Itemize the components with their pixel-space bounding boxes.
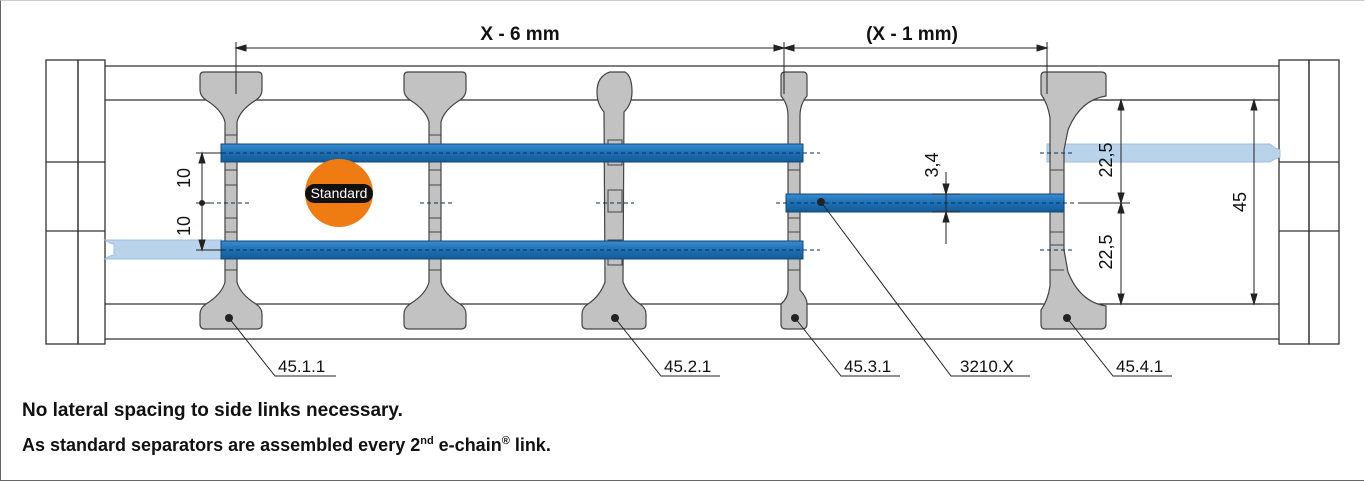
dimension-22-5-lower: 22,5 [1096, 234, 1116, 269]
dimension-45: 45 [1230, 192, 1250, 212]
separator-45-1-2 [403, 71, 467, 330]
leader-lines [228, 201, 1172, 377]
dimension-22-5-upper: 22,5 [1096, 142, 1116, 177]
dimension-x-minus-6: X - 6 mm [480, 24, 559, 45]
notes: No lateral spacing to side links necessa… [22, 396, 1342, 456]
separator-45-4-1 [1040, 71, 1107, 330]
part-label-45-2-1: 45.2.1 [664, 357, 711, 376]
standard-badge-text: Standard [311, 185, 368, 201]
left-dimension-lines [196, 151, 222, 252]
note-assembly-part-c: link. [509, 435, 551, 455]
standard-badge: Standard [305, 159, 373, 227]
separator-45-1-1 [199, 71, 263, 330]
top-dimension-lines [234, 42, 1049, 94]
registered-mark: ® [501, 435, 510, 447]
dimension-x-minus-1: (X - 1 mm) [866, 24, 958, 45]
part-label-3210-x: 3210.X [960, 357, 1014, 376]
dimension-10-lower: 10 [174, 216, 194, 236]
note-lateral-spacing: No lateral spacing to side links necessa… [22, 400, 403, 421]
note-assembly: As standard separators are assembled eve… [22, 426, 1342, 456]
technical-drawing: X - 6 mm (X - 1 mm) 10 10 3,4 22,5 22,5 … [45, 24, 1340, 377]
note-assembly-part-a: As standard separators are assembled eve… [22, 435, 421, 455]
note-assembly-ordinal: nd [420, 435, 434, 447]
note-assembly-part-b: e-chain [433, 435, 502, 455]
part-label-45-1-1: 45.1.1 [278, 357, 325, 376]
dimension-3-4: 3,4 [922, 152, 942, 177]
offset-dimension-lines [932, 172, 960, 244]
right-dimension-lines [1078, 98, 1262, 306]
separator-45-2-1 [581, 71, 647, 330]
rod-centerlines [210, 152, 1075, 251]
part-label-45-4-1: 45.4.1 [1116, 357, 1163, 376]
ghost-rods [103, 143, 1281, 260]
part-label-45-3-1: 45.3.1 [844, 357, 891, 376]
dimension-10-upper: 10 [174, 168, 194, 188]
